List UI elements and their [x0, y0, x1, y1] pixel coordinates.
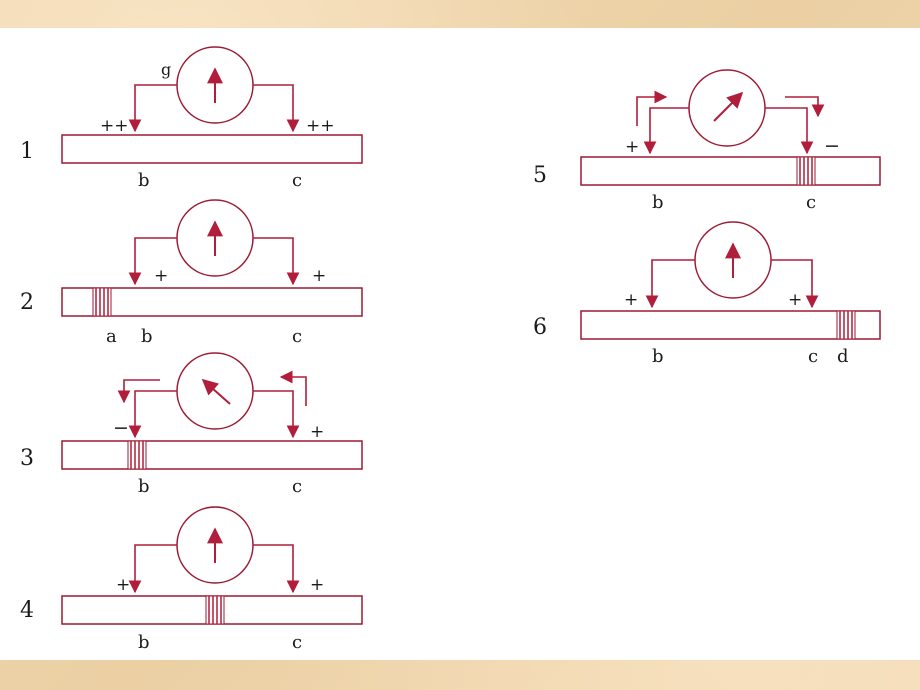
excitation-stripes-icon — [796, 156, 816, 186]
excitation-stripes-icon — [205, 595, 225, 625]
polarity-left: ++ — [100, 116, 129, 136]
lead-wire-left — [128, 84, 177, 133]
panel-6: 6 + + b c d — [533, 221, 881, 367]
panel-number: 1 — [20, 139, 34, 164]
nerve-fiber — [61, 134, 363, 164]
polarity-left: + — [116, 575, 130, 595]
lead-wire-left — [643, 107, 689, 155]
galvanometer-icon — [688, 69, 766, 147]
electrode-label: c — [292, 170, 302, 191]
polarity-left: + — [624, 290, 638, 310]
nerve-fiber — [61, 440, 363, 470]
panel-number: 6 — [533, 315, 547, 340]
polarity-left: + — [625, 137, 639, 157]
electrode-label: c — [292, 476, 302, 497]
lead-wire-left — [128, 544, 177, 594]
electrode-label: b — [138, 476, 150, 497]
current-arrow-icon — [785, 96, 825, 118]
nerve-fiber — [580, 310, 881, 340]
polarity-right: − — [824, 135, 840, 157]
electrode-label: b — [138, 632, 150, 653]
polarity-right: ++ — [306, 116, 335, 136]
polarity-left: − — [113, 417, 129, 439]
lead-wire-right — [253, 390, 300, 439]
lead-wire-left — [645, 259, 695, 309]
diagram-panel — [0, 28, 920, 660]
excitation-stripes-icon — [127, 440, 147, 470]
electrode-label: b — [652, 346, 664, 367]
electrode-label: c — [808, 346, 818, 367]
lead-wire-right — [765, 107, 814, 155]
needle-icon — [201, 378, 231, 405]
electrode-label: c — [292, 326, 302, 347]
electrode-label: d — [837, 346, 849, 367]
panel-1: 1 g ++ ++ b c — [20, 46, 363, 191]
lead-wire-right — [771, 259, 819, 309]
nerve-fiber — [580, 156, 881, 186]
excitation-stripes-icon — [92, 287, 112, 317]
panel-number: 2 — [20, 290, 34, 315]
polarity-left: + — [154, 266, 168, 286]
electrode-label: c — [806, 192, 816, 213]
current-arrow-icon — [636, 90, 668, 126]
electrode-label: b — [652, 192, 664, 213]
lead-wire-right — [253, 544, 300, 594]
panel-number: 4 — [20, 598, 34, 623]
galvanometer-icon — [176, 506, 254, 584]
excitation-stripes-icon — [836, 310, 856, 340]
current-arrow-icon — [279, 370, 307, 406]
galvanometer-icon — [176, 46, 254, 124]
panel-2: 2 + + a b c — [20, 199, 363, 347]
electrode-label: b — [141, 326, 153, 347]
lead-wire-left — [128, 237, 177, 286]
lead-wire-right — [253, 237, 300, 286]
meter-label: g — [161, 60, 171, 79]
polarity-right: + — [310, 422, 324, 442]
panel-3: 3 − + b c — [20, 352, 363, 497]
polarity-right: + — [310, 575, 324, 595]
needle-icon — [713, 91, 744, 122]
current-arrow-icon — [117, 379, 160, 404]
lead-wire-left — [128, 390, 177, 439]
galvanometer-icon — [694, 221, 772, 299]
galvanometer-icon — [176, 352, 254, 430]
electrode-label: c — [292, 632, 302, 653]
galvanometer-icon — [176, 199, 254, 277]
polarity-right: + — [312, 266, 326, 286]
nerve-fiber — [61, 287, 363, 317]
electrode-label: b — [138, 170, 150, 191]
electrode-label: a — [106, 326, 117, 347]
panel-number: 3 — [20, 446, 34, 471]
panel-5: 5 + − b c — [533, 69, 881, 213]
panel-4: 4 + + b c — [20, 506, 363, 653]
panel-number: 5 — [533, 163, 547, 188]
lead-wire-right — [253, 84, 300, 133]
polarity-right: + — [788, 290, 802, 310]
